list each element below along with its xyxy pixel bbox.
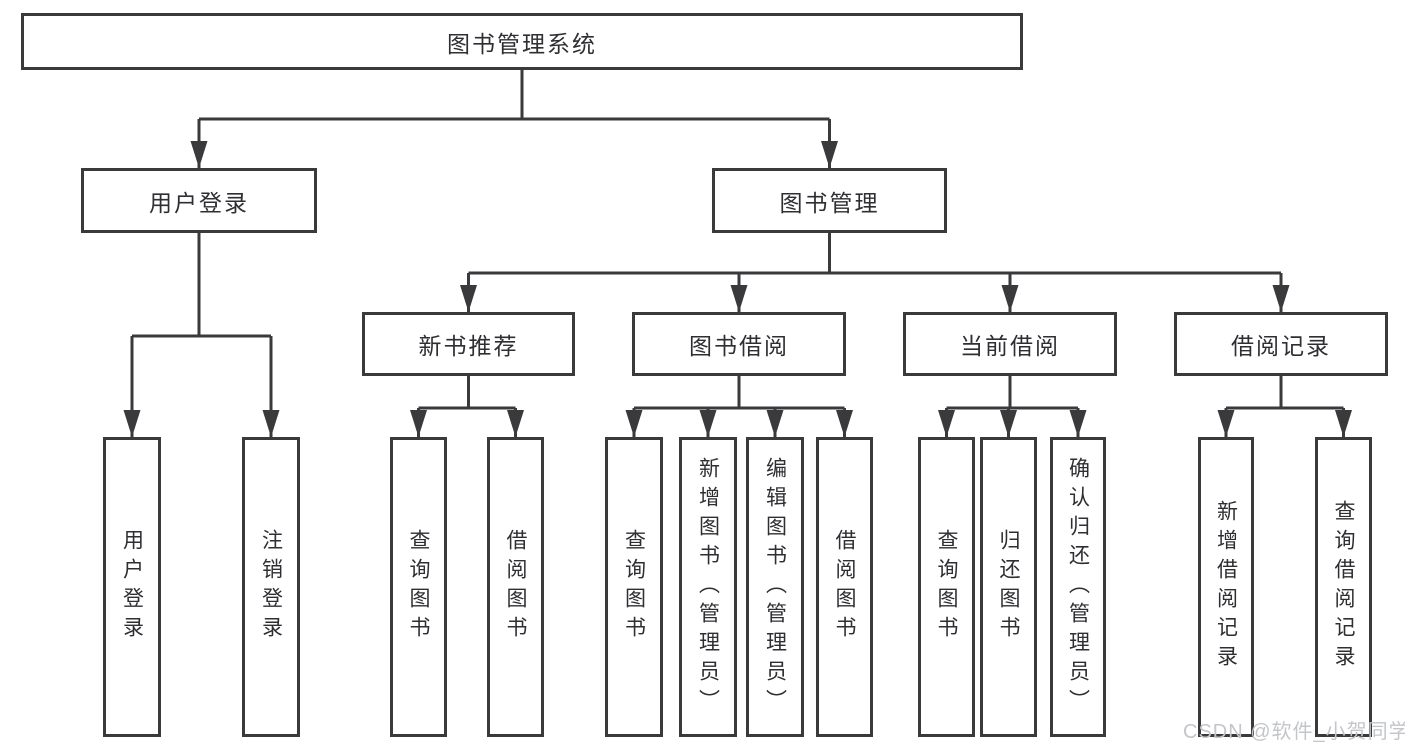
leaf-label: 查询图书 bbox=[622, 529, 646, 645]
connector-borrow-records-children bbox=[1217, 376, 1352, 437]
leaf-label: 用户登录 bbox=[120, 529, 144, 645]
connector-book-borrow-children bbox=[625, 376, 853, 437]
connector-current-borrow-children bbox=[938, 376, 1087, 437]
leaf-logout: 注销登录 bbox=[242, 437, 300, 737]
node-book-borrow: 图书借阅 bbox=[632, 312, 846, 376]
leaf-label: 新增借阅记录 bbox=[1214, 500, 1238, 674]
leaf-confirm-return-admin: 确认归还（管理员） bbox=[1050, 437, 1106, 737]
leaf-label: 注销登录 bbox=[259, 529, 283, 645]
leaf-label: 归还图书 bbox=[997, 529, 1021, 645]
leaf-borrow-books: 借阅图书 bbox=[487, 437, 544, 737]
connector-root-to-branches bbox=[190, 70, 838, 168]
connector-user-login-children bbox=[123, 233, 280, 437]
leaf-query-books: 查询图书 bbox=[390, 437, 447, 737]
leaf-edit-books-admin: 编辑图书（管理员） bbox=[746, 437, 804, 737]
node-current-borrow: 当前借阅 bbox=[903, 312, 1117, 376]
leaf-label: 编辑图书（管理员） bbox=[763, 456, 787, 718]
leaf-query-borrow-record: 查询借阅记录 bbox=[1315, 437, 1372, 737]
leaf-label: 查询图书 bbox=[407, 529, 431, 645]
leaf-label: 借阅图书 bbox=[833, 529, 857, 645]
leaf-add-books-admin: 新增图书（管理员） bbox=[679, 437, 737, 737]
leaf-label: 查询图书 bbox=[935, 529, 959, 645]
node-book-management: 图书管理 bbox=[712, 168, 947, 233]
connector-book-management-children bbox=[460, 233, 1290, 312]
leaf-query-books: 查询图书 bbox=[918, 437, 975, 737]
connector-new-book-children bbox=[410, 376, 524, 437]
leaf-return-books: 归还图书 bbox=[980, 437, 1037, 737]
csdn-watermark: CSDN @软件_小贺同学 bbox=[1183, 721, 1405, 743]
leaf-user-login: 用户登录 bbox=[103, 437, 161, 737]
leaf-label: 查询借阅记录 bbox=[1332, 500, 1356, 674]
node-user-login: 用户登录 bbox=[81, 168, 317, 233]
leaf-borrow-books: 借阅图书 bbox=[816, 437, 873, 737]
node-root-system: 图书管理系统 bbox=[21, 13, 1023, 70]
leaf-query-books: 查询图书 bbox=[605, 437, 663, 737]
leaf-label: 借阅图书 bbox=[504, 529, 528, 645]
node-new-book-recommend: 新书推荐 bbox=[362, 312, 575, 376]
leaf-label: 确认归还（管理员） bbox=[1066, 456, 1090, 718]
node-borrow-records: 借阅记录 bbox=[1174, 312, 1388, 376]
leaf-add-borrow-record: 新增借阅记录 bbox=[1198, 437, 1254, 737]
leaf-label: 新增图书（管理员） bbox=[696, 456, 720, 718]
